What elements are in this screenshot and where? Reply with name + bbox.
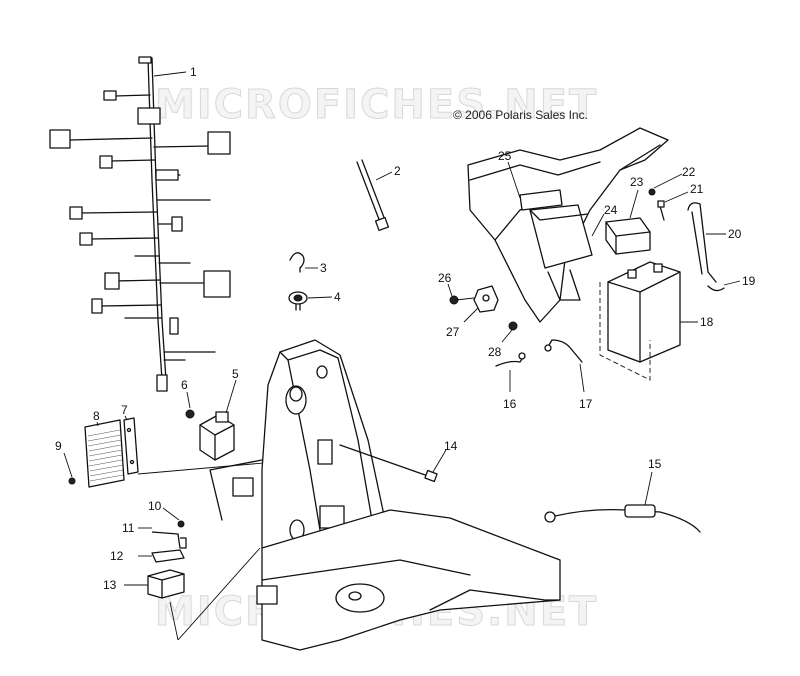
callout-19: 19 bbox=[742, 274, 756, 288]
part-6-nut bbox=[185, 409, 195, 419]
callout-16: 16 bbox=[503, 397, 517, 411]
callout-10: 10 bbox=[148, 499, 162, 513]
callout-5: 5 bbox=[232, 367, 239, 381]
battery-frame bbox=[467, 127, 669, 323]
callout-24: 24 bbox=[604, 203, 618, 217]
callout-26: 26 bbox=[438, 271, 452, 285]
part-20-strap bbox=[687, 202, 717, 283]
part-2-rod bbox=[356, 159, 390, 232]
callout-25: 25 bbox=[498, 149, 512, 163]
callout-17: 17 bbox=[579, 397, 593, 411]
part-5-relay bbox=[199, 411, 235, 461]
watermark-top: MICROFICHES.NET bbox=[155, 82, 598, 128]
callout-18: 18 bbox=[700, 315, 714, 329]
part-4-grommet bbox=[288, 291, 308, 311]
part-16-cable bbox=[495, 352, 526, 367]
callout-7: 7 bbox=[121, 403, 128, 417]
callout-3: 3 bbox=[320, 261, 327, 275]
callout-14: 14 bbox=[444, 439, 458, 453]
part-23-pad bbox=[605, 217, 651, 255]
part-10-screw bbox=[177, 520, 185, 528]
callout-6: 6 bbox=[181, 378, 188, 392]
part-8-regulator bbox=[84, 419, 125, 488]
callout-22: 22 bbox=[682, 165, 696, 179]
part-11-bracket bbox=[151, 531, 187, 549]
callout-8: 8 bbox=[93, 409, 100, 423]
callout-21: 21 bbox=[690, 182, 704, 196]
callout-1: 1 bbox=[190, 65, 197, 79]
part-28-nut bbox=[508, 321, 518, 331]
copyright-text: © 2006 Polaris Sales Inc. bbox=[453, 108, 588, 122]
part-17-cable bbox=[544, 339, 583, 363]
wiring-harness bbox=[49, 56, 231, 392]
callout-23: 23 bbox=[630, 175, 644, 189]
part-13-module bbox=[147, 569, 185, 599]
part-18-battery bbox=[599, 261, 681, 381]
part-3-clip bbox=[289, 252, 305, 273]
part-22-screw bbox=[648, 188, 656, 196]
part-19-hook bbox=[707, 285, 725, 292]
frame-bracket bbox=[209, 339, 561, 651]
callout-27: 27 bbox=[446, 325, 460, 339]
callout-28: 28 bbox=[488, 345, 502, 359]
callout-4: 4 bbox=[334, 290, 341, 304]
callout-15: 15 bbox=[648, 457, 662, 471]
callout-11: 11 bbox=[122, 521, 135, 535]
callout-13: 13 bbox=[103, 578, 117, 592]
part-27-bracket bbox=[473, 285, 499, 313]
part-7-bracket bbox=[123, 417, 139, 475]
callout-20: 20 bbox=[728, 227, 742, 241]
part-15-cable bbox=[544, 504, 701, 533]
callout-12: 12 bbox=[110, 549, 124, 563]
callout-9: 9 bbox=[55, 439, 62, 453]
part-14-bolt bbox=[339, 444, 438, 483]
part-9-screw bbox=[68, 477, 76, 485]
part-21-pin bbox=[657, 200, 665, 221]
part-12-pad bbox=[151, 549, 185, 563]
callout-2: 2 bbox=[394, 164, 401, 178]
